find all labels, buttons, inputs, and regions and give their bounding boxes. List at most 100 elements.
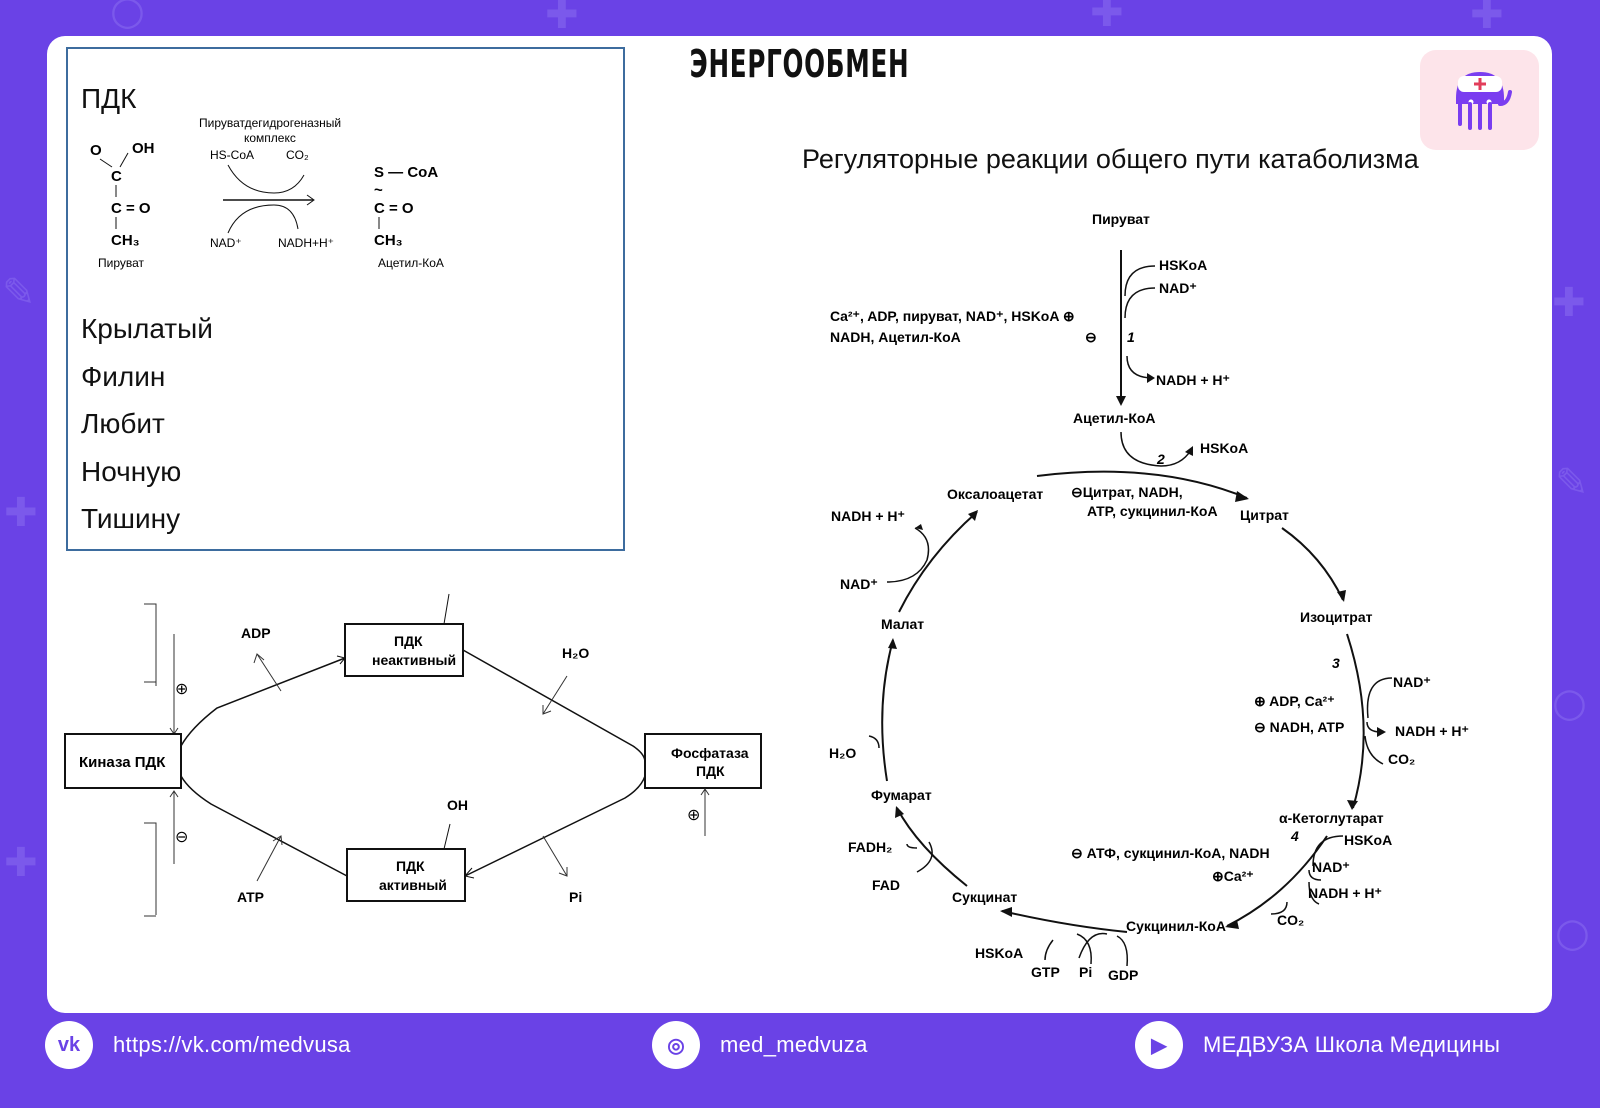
oxaloacetate-label: Оксалоацетат <box>947 486 1043 502</box>
kinase-label: Киназа ПДК <box>79 754 166 771</box>
nadh-label: NADH+H⁺ <box>278 236 334 250</box>
mdh-nad-label: NAD⁺ <box>840 576 878 592</box>
cycle-title: Регуляторные реакции общего пути катабол… <box>802 144 1419 174</box>
mnemonic-word: Филин <box>81 361 166 392</box>
aconitase-arrowhead <box>1337 590 1346 602</box>
oh-bond <box>443 823 451 850</box>
octopus-logo <box>1420 50 1539 150</box>
fadh2-label: FADH₂ <box>848 839 892 855</box>
pdh-inhibitors: NADH, Ацетил-КоА <box>830 329 961 345</box>
page-title: ЭНЕРГООБМЕН <box>689 42 910 86</box>
enzyme-name-line1: Пируватдегидрогеназный <box>199 116 341 130</box>
kinase-box <box>64 733 182 789</box>
atp-arrow <box>256 835 282 882</box>
tca-cycle-diagram: Пируват HSKoA NAD⁺ Ca²⁺, ADP, пируват, N… <box>829 211 1469 983</box>
pdk-box-title: ПДК <box>81 83 137 114</box>
instagram-link[interactable]: med_medvuza <box>720 1032 868 1057</box>
pi-arrow <box>542 835 568 877</box>
idh-inhibitors: ⊖ NADH, ATP <box>1254 719 1344 735</box>
akgdh-side-curves <box>1270 835 1344 915</box>
reaction-curve-top <box>227 164 305 194</box>
youtube-link[interactable]: МЕДВУЗА Школа Медицины <box>1203 1032 1501 1057</box>
idh-co2-label: CO₂ <box>1388 751 1415 767</box>
active-pdk-label1: ПДК <box>396 858 425 874</box>
pdh-side-curves <box>1124 265 1156 379</box>
reaction-curve-bottom <box>227 204 299 234</box>
step2-curve <box>1120 431 1192 467</box>
oh-label: OH <box>447 797 468 813</box>
pdh-arrowhead <box>1116 396 1126 406</box>
inactive-pdk-box <box>344 623 464 677</box>
phosphorylation-arrow <box>180 657 346 747</box>
pdk-regulation-diagram: ⊕ ⊖ Киназа ПДК ПДК неактивный ПДК активн… <box>64 593 762 917</box>
fumarase-arrow <box>881 639 894 782</box>
vk-link[interactable]: https://vk.com/medvusa <box>113 1032 351 1057</box>
background-tube-icon: ✎ <box>1555 460 1589 506</box>
atp-label: ATP <box>237 889 264 905</box>
phosphorylation-arrowhead <box>336 655 346 665</box>
malate-label: Малат <box>881 616 924 632</box>
akgdh-activators: ⊕Ca²⁺ <box>1212 868 1254 884</box>
step-number: 1 <box>1127 329 1135 345</box>
co2-label: CO₂ <box>286 148 309 162</box>
pi-label: Pi <box>1079 964 1092 980</box>
background-kit-icon: ✚ <box>4 840 38 886</box>
pyruvate-ch3-label: CH₃ <box>111 232 140 249</box>
bond-line <box>119 152 129 168</box>
mnemonic-word: Крылатый <box>81 313 213 344</box>
akgdh-arrow <box>1226 835 1328 927</box>
pyruvate-c-label: C <box>111 168 122 185</box>
h2o-arrow <box>542 675 568 715</box>
adp-label: ADP <box>241 625 271 641</box>
upper-right-path <box>462 649 646 763</box>
acetylcoa-tilde: ~ <box>374 182 383 199</box>
acetylcoa-co-label: C = O <box>374 200 414 217</box>
slide-card: ЭНЕРГООБМЕН ПДК O OH C C = O CH₃ Пируват… <box>47 36 1552 1013</box>
lower-left-path <box>180 775 348 877</box>
pyruvate-co-label: C = O <box>111 200 151 217</box>
phosphatase-label2: ПДК <box>696 763 725 779</box>
footer-instagram[interactable]: ◎ med_medvuza <box>652 1015 868 1075</box>
inhibitor-arrowhead <box>169 790 179 798</box>
sdh-arrow <box>896 807 968 887</box>
citrate-label: Цитрат <box>1240 507 1289 523</box>
gtp-label: GTP <box>1031 964 1060 980</box>
pyruvate-oh-label: OH <box>132 140 155 157</box>
succinylcoa-label: Сукцинил-КоА <box>1126 918 1226 934</box>
reaction-main-arrowhead <box>306 194 315 206</box>
inactive-pdk-label1: ПДК <box>394 633 423 649</box>
gdp-label: GDP <box>1108 967 1138 983</box>
step-number: 4 <box>1290 828 1299 844</box>
footer-vk[interactable]: vk https://vk.com/medvusa <box>45 1015 351 1075</box>
akgdh-nadh-label: NADH + H⁺ <box>1308 885 1382 901</box>
mdh-arrowhead <box>968 510 978 521</box>
hskoa5-label: HSKoA <box>975 945 1023 961</box>
mnemonic-word: Ночную <box>81 456 182 487</box>
citrate-synthase-arrow <box>1036 470 1248 499</box>
h2o-curve <box>868 735 880 749</box>
step-number: 3 <box>1332 655 1340 671</box>
footer-youtube[interactable]: ▶ МЕДВУЗА Школа Медицины <box>1135 1015 1500 1075</box>
idh-nadh-label: NADH + H⁺ <box>1395 723 1469 739</box>
background-doctor-icon: ○ <box>1552 680 1587 726</box>
pyruvate-label: Пируват <box>98 256 145 270</box>
idh-nadh-arrowhead <box>1377 727 1386 737</box>
pdh-activators: Ca²⁺, ADP, пируват, NAD⁺, HSKoA ⊕ <box>830 308 1075 324</box>
citrate-synthase-inhibitors2: ATP, сукцинил-КоА <box>1087 503 1218 519</box>
bracket-bottom <box>144 822 157 917</box>
akg-label: α-Кетоглутарат <box>1279 810 1384 826</box>
adp-arrow <box>256 653 282 692</box>
nad-label: NAD⁺ <box>1159 280 1197 296</box>
hscoa-label: HS-CoA <box>210 148 254 162</box>
mdh-nadh-label: NADH + H⁺ <box>831 508 905 524</box>
akgdh-hskoa-label: HSKoA <box>1344 832 1392 848</box>
instagram-icon: ◎ <box>652 1021 700 1069</box>
phosphatase-activator-arrowhead <box>700 788 710 796</box>
enzyme-name-line2: комплекс <box>244 131 296 145</box>
succinyl-thiokinase-arrowhead <box>1000 907 1012 917</box>
fad-label: FAD <box>872 877 900 893</box>
fumarase-arrowhead <box>888 638 897 649</box>
atp-arrowhead <box>272 835 283 846</box>
acetylcoa-label: Ацетил-КоА <box>378 256 444 270</box>
acetylcoa-ch3-label: CH₃ <box>374 232 403 249</box>
